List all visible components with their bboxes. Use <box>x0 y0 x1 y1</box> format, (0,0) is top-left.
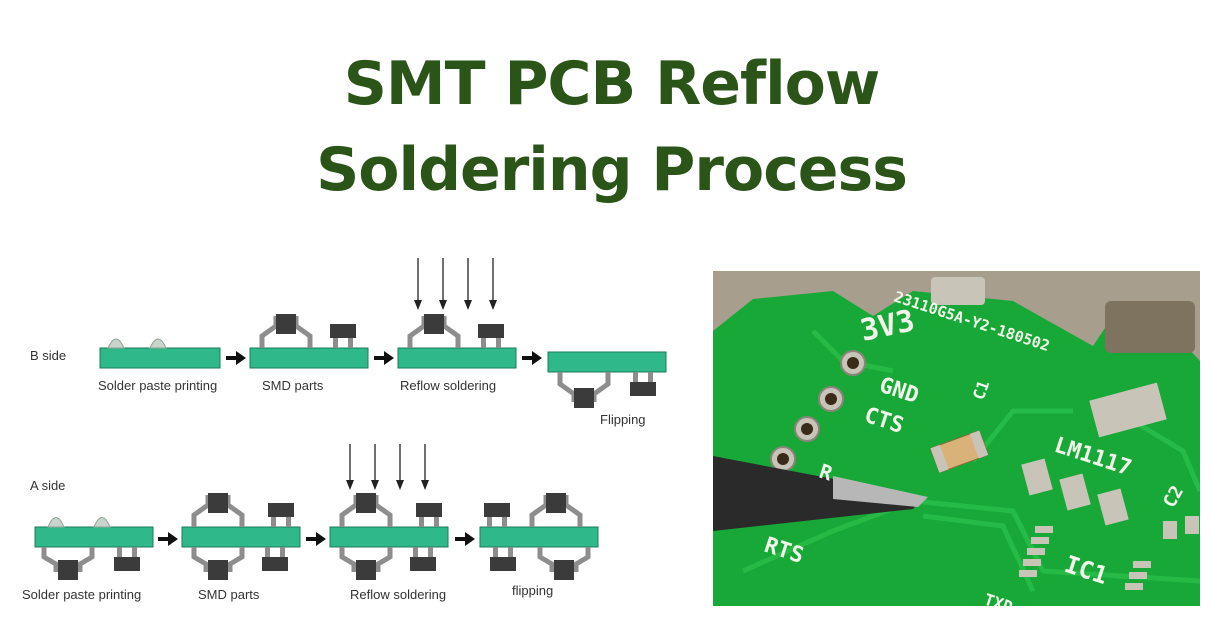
a-step-2-smd-parts <box>181 493 301 580</box>
page-title-line-1: SMT PCB Reflow <box>343 49 881 119</box>
b-step-4-flipping <box>547 351 667 408</box>
pcb-board <box>479 526 599 548</box>
solder-paste-bump <box>107 338 125 349</box>
tweezers <box>713 456 928 531</box>
solder-paste-bump <box>93 517 111 528</box>
c2-pads <box>1163 516 1199 539</box>
metal-shield <box>713 271 1200 361</box>
chip-component-underside <box>410 547 436 571</box>
pcb-closeup-photo: 23110G5A-Y2-180502 3V3 GND CTS C1 LM1117… <box>713 271 1200 606</box>
chip-component <box>484 503 510 527</box>
heat-arrows <box>414 258 497 310</box>
regulator-pads <box>1021 382 1167 526</box>
reflow-process-diagram: B side Solder paste printing SMD parts <box>22 258 667 602</box>
pcb-board <box>397 347 517 369</box>
ic-component-underside <box>191 547 245 580</box>
b-arrow-3 <box>522 351 542 365</box>
b-step-3-label: Reflow soldering <box>400 378 496 393</box>
through-hole-header <box>770 350 866 472</box>
a-step-2-label: SMD parts <box>198 587 260 602</box>
pcb-board <box>329 526 449 548</box>
a-side-label: A side <box>30 478 65 493</box>
a-step-3-label: Reflow soldering <box>350 587 446 602</box>
a-step-4-label: flipping <box>512 583 553 598</box>
chip-component-flipped <box>630 372 656 396</box>
b-side-label: B side <box>30 348 66 363</box>
chip-component <box>268 503 294 527</box>
pcb-board <box>547 351 667 373</box>
pcb-board <box>34 526 154 548</box>
a-arrow-2 <box>306 532 326 546</box>
b-step-2-smd-parts <box>249 314 369 369</box>
b-step-3-reflow <box>397 258 517 369</box>
ic-component <box>259 314 313 348</box>
page-title-line-2: Soldering Process <box>316 135 908 205</box>
pcb-board <box>99 347 221 369</box>
chip-component-underside <box>262 547 288 571</box>
b-step-1-label: Solder paste printing <box>98 378 217 393</box>
pcb-board <box>181 526 301 548</box>
chip-component-underside <box>114 547 140 571</box>
a-arrow-3 <box>455 532 475 546</box>
b-arrow-2 <box>374 351 394 365</box>
ic-component <box>191 493 245 527</box>
ic-component <box>339 493 393 527</box>
b-step-4-label: Flipping <box>600 412 646 427</box>
a-arrow-1 <box>158 532 178 546</box>
b-arrow-1 <box>226 351 246 365</box>
ic-component-underside <box>41 547 95 580</box>
chip-component <box>416 503 442 527</box>
ic-component <box>407 314 461 348</box>
heat-arrows <box>346 444 429 490</box>
ic-component-underside <box>339 547 393 580</box>
b-step-2-label: SMD parts <box>262 378 324 393</box>
ic1-pads <box>1019 526 1151 590</box>
solder-paste-bump <box>149 338 167 349</box>
chip-component <box>478 324 504 348</box>
ic-component-flipped <box>557 372 611 408</box>
ic-component <box>529 493 583 527</box>
a-step-4-flipping <box>479 493 599 580</box>
a-step-3-reflow <box>329 444 449 580</box>
solder-paste-bump <box>47 517 65 528</box>
a-step-1-label: Solder paste printing <box>22 587 141 602</box>
chip-component-underside <box>490 547 516 571</box>
pcb-board <box>249 347 369 369</box>
ic-component-underside <box>537 547 591 580</box>
a-step-1-paste-printing <box>34 517 154 580</box>
b-step-1-paste-printing <box>99 338 221 369</box>
capacitor-c1 <box>930 430 989 473</box>
chip-component <box>330 324 356 348</box>
